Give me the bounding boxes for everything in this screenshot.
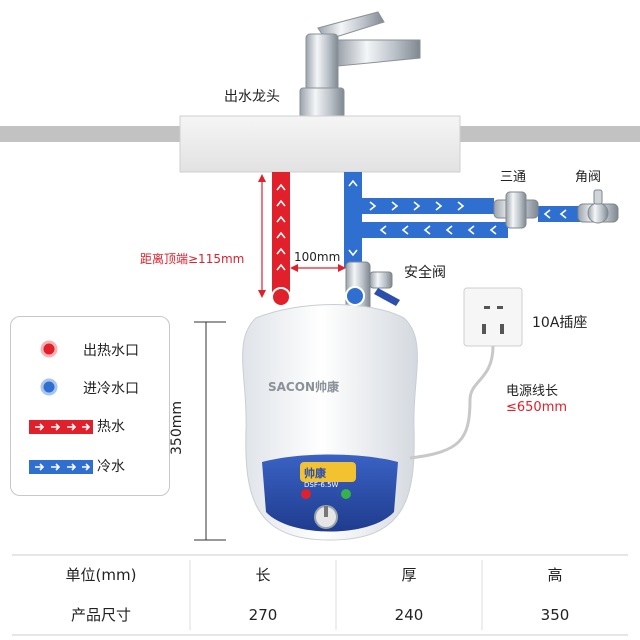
angle-valve-label: 角阀 — [575, 170, 602, 185]
table-cell: 350 — [540, 606, 570, 624]
distance-dimension-line — [258, 174, 266, 298]
legend-cold-water-label: 冷水 — [97, 459, 125, 475]
table-header-row: 单位(mm) 长 厚 高 — [12, 555, 628, 595]
table-header-cell: 长 — [255, 566, 271, 584]
table-header-cell: 单位(mm) — [65, 566, 137, 584]
hot-outlet-marker — [271, 287, 291, 307]
legend-hot-water — [29, 415, 93, 439]
legend-cold-water — [29, 455, 93, 479]
cold-water-arrows-icon — [29, 460, 93, 474]
cord-title-label: 电源线长 — [506, 384, 559, 399]
legend-hot-water-label: 热水 — [97, 419, 125, 435]
legend-panel: 出热水口 进冷水口 热水 冷水 — [10, 316, 170, 496]
sink-basin — [179, 115, 461, 173]
table-cell: 240 — [394, 606, 424, 624]
cold-inlet-dot-icon — [40, 378, 58, 396]
cold-water-pipe — [344, 172, 580, 268]
model-label: DSF-6.5W — [304, 481, 339, 489]
safety-valve-label: 安全阀 — [404, 265, 446, 281]
height-label: 350mm — [169, 401, 185, 455]
height-dimension-line — [194, 321, 226, 541]
distance-top-label: 距离顶端≥115mm — [140, 252, 245, 266]
legend-hot-outlet-label: 出热水口 — [83, 343, 139, 359]
table-cell: 产品尺寸 — [70, 606, 131, 624]
legend-hot-outlet — [29, 337, 69, 361]
table-cell: 270 — [248, 606, 278, 624]
table-header-cell: 高 — [547, 566, 563, 584]
faucet-label: 出水龙头 — [224, 89, 280, 105]
power-cord — [409, 345, 495, 460]
socket-icon — [463, 287, 523, 347]
specs-table: 单位(mm) 长 厚 高 产品尺寸 270 240 350 — [12, 555, 628, 635]
socket-label: 10A插座 — [532, 315, 588, 331]
tee-fitting-icon — [493, 191, 539, 229]
table-header-cell: 厚 — [401, 566, 417, 584]
hot-outlet-dot-icon — [40, 340, 58, 358]
faucet-icon — [299, 11, 421, 119]
legend-cold-inlet — [29, 375, 69, 399]
water-heater — [242, 304, 418, 541]
tee-label: 三通 — [500, 170, 527, 185]
angle-valve-icon — [577, 189, 619, 224]
brand-logo: SACON帅康 — [268, 380, 339, 394]
specs-table-lines — [12, 554, 628, 636]
panel-logo: 帅康 — [304, 467, 326, 480]
gap-dimension-line — [290, 264, 346, 272]
cold-inlet-marker — [345, 286, 365, 306]
legend-cold-inlet-label: 进冷水口 — [83, 381, 139, 397]
gap-label: 100mm — [294, 250, 341, 264]
hot-water-pipe — [272, 172, 290, 298]
cord-length-label: ≤650mm — [506, 400, 568, 415]
table-row: 产品尺寸 270 240 350 — [12, 595, 628, 635]
hot-water-arrows-icon — [29, 420, 93, 434]
